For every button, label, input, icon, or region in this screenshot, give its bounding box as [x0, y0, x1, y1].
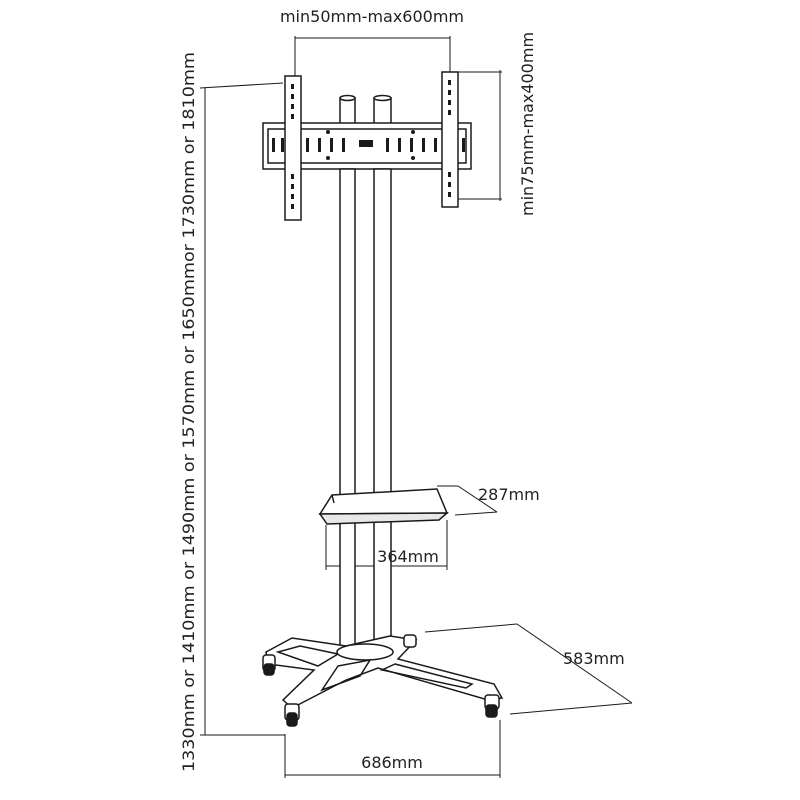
casters [262, 634, 500, 727]
shelf-width-label: 364mm [377, 547, 439, 566]
base-depth-label: 583mm [563, 649, 625, 668]
height-range-label: min75mm-max400mm [518, 32, 537, 216]
shelf-depth-label: 287mm [478, 485, 540, 504]
base-width-label: 686mm [361, 753, 423, 772]
width-range-label: min50mm-max600mm [280, 7, 464, 26]
mount-bracket [262, 71, 472, 221]
dimension-lines [199, 36, 633, 778]
base [265, 635, 504, 709]
total-height-label: 1330mm or 1410mm or 1490mm or 1570mm or … [179, 52, 198, 772]
support-poles [339, 168, 392, 650]
bracket-slots [272, 80, 465, 209]
shelf [318, 488, 450, 525]
